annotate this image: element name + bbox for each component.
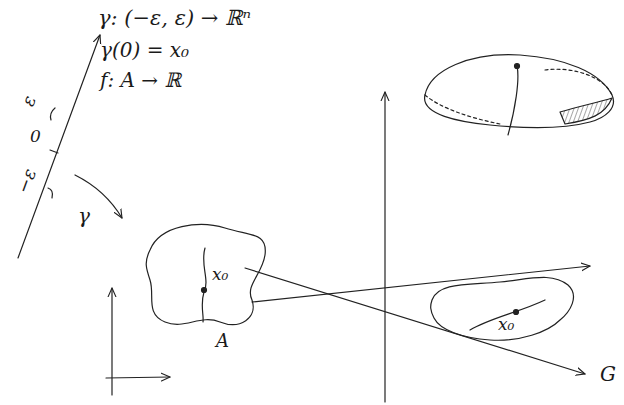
point [514, 310, 519, 315]
set-name: A [216, 332, 229, 350]
point [202, 288, 207, 293]
number-line [18, 35, 100, 258]
interval-start: −ε [14, 166, 39, 195]
interval-bracket [48, 188, 53, 198]
point-label: x₀ [498, 316, 514, 333]
point-label: x₀ [212, 266, 228, 283]
origin-label: 0 [30, 128, 41, 145]
interval-end: ε [19, 93, 39, 108]
region-outline [431, 277, 574, 340]
interval-bracket [51, 108, 56, 120]
map-name: γ [78, 206, 90, 226]
region-outline [146, 224, 265, 324]
curve [202, 248, 206, 322]
graph-label: G [600, 364, 616, 384]
map-definition: γ: (−ε, ε) → ℝⁿ [98, 8, 251, 29]
tick-mark [50, 150, 58, 153]
function-definition: f: A → ℝ [100, 70, 181, 90]
surface [425, 55, 614, 135]
space-axes [245, 92, 590, 402]
initial-condition: γ(0) = x₀ [100, 40, 189, 60]
plane-axes [106, 288, 170, 395]
